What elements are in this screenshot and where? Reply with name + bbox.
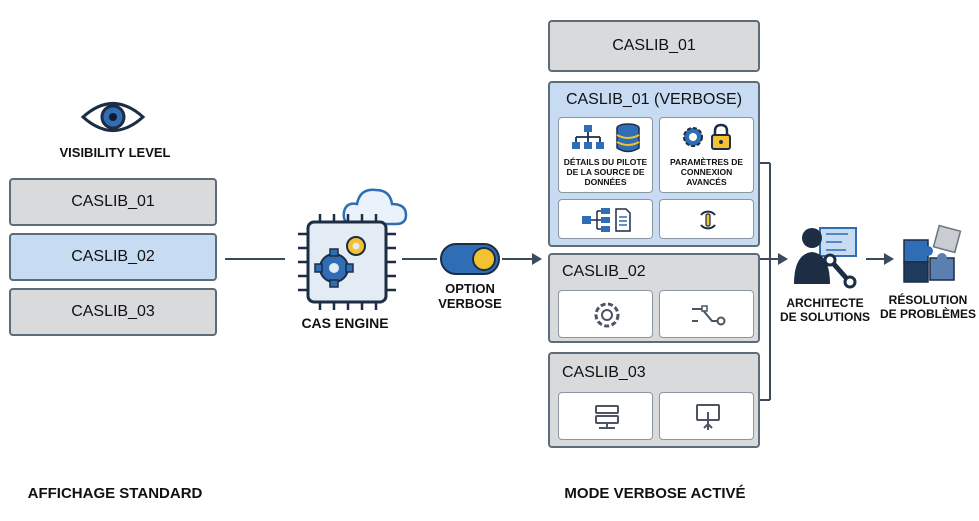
- driver-details-line2: DE LA SOURCE DE: [566, 166, 645, 177]
- option-verbose-line1: OPTION: [445, 281, 495, 296]
- settings-tile[interactable]: [558, 290, 653, 338]
- standard-display-caption: AFFICHAGE STANDARD: [27, 485, 203, 502]
- connection-params-line2: CONNEXION: [680, 166, 733, 177]
- caslib-02-box[interactable]: CASLIB_02: [9, 233, 217, 281]
- option-verbose-label: OPTION VERBOSE: [420, 281, 520, 312]
- connection-params-line3: AVANCÉS: [686, 176, 727, 187]
- puzzle-icon: [903, 224, 962, 283]
- server-icon: [595, 405, 619, 429]
- sync-icon: [700, 210, 716, 230]
- hierarchy-icon: [572, 125, 604, 149]
- resolution-line2: DE PROBLÈMES: [879, 306, 976, 321]
- cloud-icon: [342, 188, 408, 226]
- workflow-tile[interactable]: [659, 290, 754, 338]
- visibility-level-label: VISIBILITY LEVEL: [59, 145, 171, 160]
- eye-icon: [80, 102, 146, 132]
- connection-params-tile[interactable]: PARAMÈTRES DE CONNEXION AVANCÉS: [659, 117, 754, 193]
- cas-engine-chip-icon: [298, 214, 396, 310]
- architect-icon: [794, 227, 857, 289]
- monitor-tile[interactable]: [659, 392, 754, 440]
- caslib-02-panel-title: CASLIB_02: [562, 263, 646, 280]
- refresh-tile[interactable]: [659, 199, 754, 239]
- verbose-mode-caption: MODE VERBOSE ACTIVÉ: [564, 485, 746, 502]
- driver-details-line1: DÉTAILS DU PILOTE: [563, 157, 648, 167]
- resolution-label: RÉSOLUTION DE PROBLÈMES: [876, 293, 979, 322]
- verbose-toggle[interactable]: [440, 243, 500, 275]
- connection-params-line1: PARAMÈTRES DE: [669, 157, 744, 167]
- caslib-01-verbose-panel[interactable]: CASLIB_01 (VERBOSE) DÉTAILS DU PILOTE DE…: [548, 81, 760, 247]
- monitor-icon: [696, 404, 720, 430]
- verbose-panel-title: CASLIB_01 (VERBOSE): [565, 91, 743, 108]
- architect-label: ARCHITECTE DE SOLUTIONS: [770, 296, 880, 325]
- driver-details-tile[interactable]: DÉTAILS DU PILOTE DE LA SOURCE DE DONNÉE…: [558, 117, 653, 193]
- cas-engine-label: CAS ENGINE: [301, 315, 389, 331]
- workflow-icon: [692, 305, 726, 326]
- architect-line2: DE SOLUTIONS: [779, 309, 870, 324]
- gear-icon: [683, 127, 703, 147]
- option-verbose-line2: VERBOSE: [438, 295, 502, 311]
- driver-details-line3: DONNÉES: [584, 176, 627, 187]
- caslib-01-box[interactable]: CASLIB_01: [9, 178, 217, 226]
- architect-line1: ARCHITECTE: [786, 296, 864, 310]
- structure-tile[interactable]: [558, 199, 653, 239]
- resolution-line1: RÉSOLUTION: [888, 293, 968, 307]
- caslib-03-box[interactable]: CASLIB_03: [9, 288, 217, 336]
- caslib-02-panel[interactable]: CASLIB_02: [548, 253, 760, 343]
- lock-icon: [711, 123, 731, 150]
- tree-document-icon: [582, 208, 631, 232]
- caslib-01-top-box[interactable]: CASLIB_01: [548, 20, 760, 72]
- server-tile[interactable]: [558, 392, 653, 440]
- caslib-03-panel-title: CASLIB_03: [562, 364, 646, 381]
- database-icon: [616, 123, 640, 153]
- gear-icon: [594, 302, 620, 328]
- caslib-03-panel[interactable]: CASLIB_03: [548, 352, 760, 448]
